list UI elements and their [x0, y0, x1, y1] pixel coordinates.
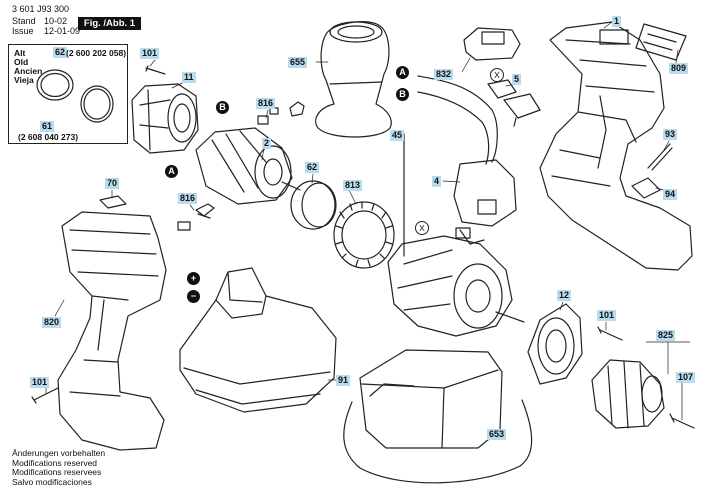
brush-816-bottom-icon — [177, 203, 215, 231]
callout-12: 12 — [557, 290, 572, 301]
callout-655: 655 — [288, 57, 308, 68]
slider-5-icon — [487, 79, 541, 127]
callout-813: 813 — [343, 180, 363, 191]
housing-1-icon — [539, 21, 693, 271]
inset-word-ancien: Ancien — [14, 66, 43, 76]
label-809-icon — [635, 23, 687, 61]
stand-label: Stand — [12, 16, 36, 26]
ring-62-icon — [290, 180, 337, 230]
marker-plus: + — [187, 272, 200, 285]
housing-12-icon — [527, 303, 583, 385]
callout-816-bottom: 816 — [178, 193, 198, 204]
callout-825: 825 — [656, 330, 676, 341]
callout-5: 5 — [512, 74, 522, 85]
callout-70: 70 — [105, 178, 120, 189]
inset-word-old: Old — [14, 57, 29, 67]
ring-new-icon — [80, 85, 114, 123]
issue-date: 12-01-09 — [44, 26, 81, 36]
marker-a-motor: A — [165, 165, 178, 178]
marker-b-motor: B — [216, 101, 229, 114]
callout-820: 820 — [42, 317, 62, 328]
leader-lines — [45, 21, 691, 436]
note-es: Salvo modificaciones — [12, 476, 92, 487]
screw-101-right-icon — [597, 326, 623, 341]
doc-number: 3 601 J93 300 — [12, 4, 70, 14]
callout-809: 809 — [669, 63, 689, 74]
callout-1: 1 — [612, 16, 622, 27]
motor-2-icon — [195, 127, 301, 205]
issue-label: Issue — [12, 26, 34, 36]
boot-655-icon — [315, 21, 392, 138]
charger-653-icon — [343, 349, 533, 484]
callout-653: 653 — [487, 429, 507, 440]
inset-partno-new: (2 608 040 273) — [18, 132, 79, 142]
marker-x-top: X — [490, 68, 504, 82]
callout-93: 93 — [663, 129, 678, 140]
callout-816-top: 816 — [256, 98, 276, 109]
callout-107: 107 — [676, 372, 696, 383]
callout-101-top: 101 — [140, 48, 160, 59]
gear-housing-11-icon — [131, 83, 199, 154]
callout-101-bottom: 101 — [30, 377, 50, 388]
inset-label-61: 61 — [40, 121, 55, 132]
screw-101-bottom-icon — [31, 387, 59, 404]
callout-11: 11 — [182, 72, 196, 83]
note-fr: Modifications reservees — [12, 467, 102, 478]
callout-832: 832 — [434, 69, 454, 80]
inset-old-new-box: Alt Old Ancien Vieja — [8, 44, 128, 144]
callout-62: 62 — [305, 162, 320, 173]
callout-4: 4 — [432, 176, 442, 187]
inset-partno-old: (2 600 202 058) — [66, 48, 127, 58]
callout-45: 45 — [390, 130, 405, 141]
clip-94-icon — [631, 177, 661, 199]
callout-101-right: 101 — [597, 310, 617, 321]
ring-old-icon — [36, 69, 74, 101]
note-de: Änderungen vorbehalten — [12, 448, 106, 458]
cover-832-icon — [463, 27, 521, 61]
screw-101-top-icon — [145, 65, 166, 75]
inset-label-62: 62 — [53, 47, 68, 58]
figure-tag: Fig. /Abb. 1 — [78, 17, 141, 30]
modification-notes: Änderungen vorbehalten Modifications res… — [12, 448, 106, 487]
inset-word-vieja: Vieja — [14, 75, 34, 85]
callout-2: 2 — [262, 138, 272, 149]
clip-70-icon — [99, 195, 127, 209]
housing-820-icon — [57, 211, 167, 451]
marker-minus: − — [187, 290, 200, 303]
inset-word-alt: Alt — [14, 48, 26, 58]
battery-91-icon — [179, 267, 337, 413]
chuck-825-icon — [591, 359, 665, 429]
marker-b-cable: B — [396, 88, 409, 101]
switch-4-icon — [453, 159, 517, 245]
bit-93-icon — [647, 143, 673, 171]
ring-gear-813-icon — [333, 201, 395, 269]
stand-date: 10-02 — [44, 16, 68, 26]
callout-91: 91 — [336, 375, 351, 386]
screw-107-icon — [669, 413, 695, 429]
note-en: Modifications reserved — [12, 457, 98, 468]
gearbox-icon — [387, 235, 525, 337]
callout-94: 94 — [663, 189, 678, 200]
marker-a-cable: A — [396, 66, 409, 79]
marker-x-gearbox: X — [415, 221, 429, 235]
